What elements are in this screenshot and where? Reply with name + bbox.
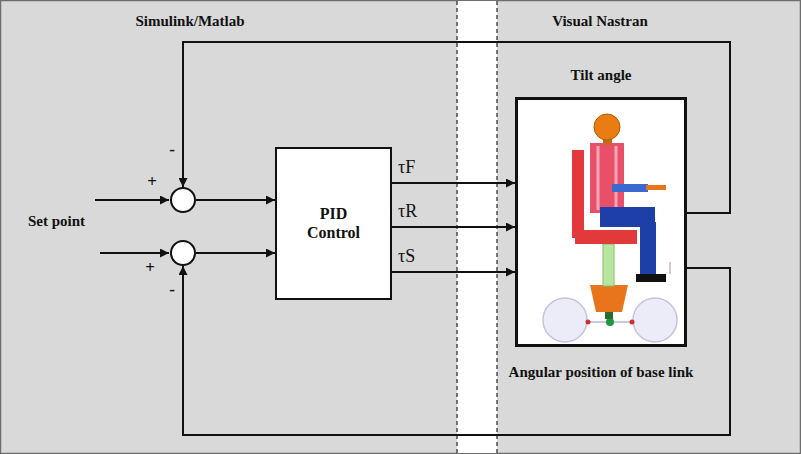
signal-line xyxy=(392,226,515,228)
torque-label: τR xyxy=(398,201,417,222)
wheel xyxy=(543,298,587,342)
shin xyxy=(640,222,656,277)
arm xyxy=(612,184,648,192)
signal-line xyxy=(196,199,275,201)
controller-box: PID Control xyxy=(275,147,392,300)
caption-text: Angular position of base link xyxy=(506,364,696,381)
sign-label: - xyxy=(169,140,175,160)
torso-stripe xyxy=(615,146,618,210)
seat xyxy=(575,230,637,244)
input-arrow xyxy=(100,252,169,254)
torque-label: τS xyxy=(398,246,415,267)
joint-dot xyxy=(630,320,635,325)
base-mount xyxy=(605,311,613,319)
hand xyxy=(646,185,666,190)
region-label: Visual Nastran xyxy=(552,13,648,30)
region-label: Set point xyxy=(28,213,85,230)
figure-ground xyxy=(517,99,685,345)
signal-line xyxy=(183,42,730,213)
signal-line xyxy=(183,266,730,435)
summing-junction: +- xyxy=(170,240,196,266)
seat-back xyxy=(572,150,584,238)
base-link xyxy=(590,285,628,312)
base-joint xyxy=(606,318,614,326)
torso-stripe xyxy=(597,146,600,210)
marker-tick xyxy=(670,262,671,274)
input-arrow xyxy=(95,199,169,201)
joint-dot xyxy=(586,320,591,325)
region-label: Simulink/Matlab xyxy=(135,13,244,30)
signal-line xyxy=(196,252,275,254)
sign-label: + xyxy=(147,172,157,192)
heading-text: Tilt angle xyxy=(506,67,696,84)
box-text: PID Control xyxy=(298,205,370,242)
signal-line xyxy=(392,271,515,273)
head xyxy=(594,114,620,140)
torque-label: τF xyxy=(398,157,415,178)
signal-line xyxy=(392,182,515,184)
foot xyxy=(636,274,666,282)
summing-junction: +- xyxy=(170,187,196,213)
plant-model-box: Tilt angleAngular position of base link xyxy=(515,97,687,347)
sign-label: - xyxy=(169,280,175,300)
sign-label: + xyxy=(145,258,155,278)
support-pole xyxy=(603,244,614,286)
wheel xyxy=(633,298,677,342)
torso xyxy=(590,143,624,213)
